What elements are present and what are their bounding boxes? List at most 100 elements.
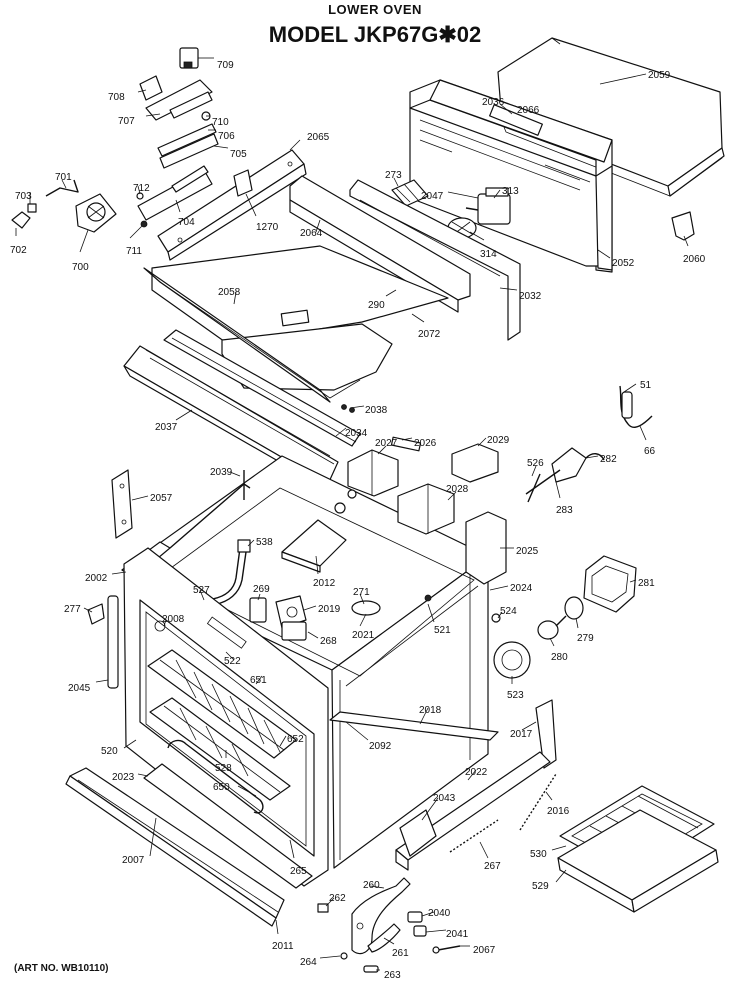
callout-282: 282 (600, 454, 617, 465)
lock-bracket-2065 (157, 149, 307, 261)
callout-2059: 2059 (648, 70, 671, 81)
callout-2072: 2072 (418, 329, 441, 340)
callout-281: 281 (638, 578, 655, 589)
callout-2057: 2057 (150, 493, 173, 504)
art-number: (ART NO. WB10110) (14, 963, 109, 974)
callout-709: 709 (217, 60, 234, 71)
callout-652: 652 (287, 734, 304, 745)
callout-51: 51 (640, 380, 652, 391)
sensor-harness-51 (619, 385, 653, 428)
hinge-plate-2043 (399, 809, 437, 857)
hinge-spring-267 (449, 819, 499, 853)
callout-2002: 2002 (85, 573, 108, 584)
callout-710: 710 (212, 117, 229, 128)
diagram-subtitle: LOWER OVEN (328, 2, 422, 17)
callout-2025: 2025 (516, 546, 539, 557)
callout-702: 702 (10, 245, 27, 256)
oven-rack-528 (147, 649, 297, 801)
bracket-2018 (329, 711, 499, 741)
callout-2040: 2040 (428, 908, 451, 919)
convection-fan-assembly (391, 179, 511, 239)
callout-2066: 2066 (517, 105, 540, 116)
callout-290: 290 (368, 300, 385, 311)
callout-2065: 2065 (307, 132, 330, 143)
rear-panel-2052 (409, 79, 613, 273)
bottom-trim-2023 (143, 763, 313, 889)
callout-262: 262 (329, 893, 346, 904)
callout-2023: 2023 (112, 772, 135, 783)
callout-2092: 2092 (369, 741, 392, 752)
callout-267: 267 (484, 861, 501, 872)
callout-263: 263 (384, 970, 401, 981)
callout-2039: 2039 (210, 467, 233, 478)
top-duct-2064 (289, 175, 521, 341)
callout-520: 520 (101, 746, 118, 757)
callout-2019: 2019 (318, 604, 341, 615)
callout-2024: 2024 (510, 583, 533, 594)
callout-2011: 2011 (272, 941, 294, 952)
callout-528: 528 (215, 763, 232, 774)
switch-702-703 (11, 203, 37, 229)
callout-280: 280 (551, 652, 568, 663)
hinge-hardware-2040 (407, 911, 461, 954)
callout-2038: 2038 (365, 405, 388, 416)
callout-538: 538 (256, 537, 273, 548)
callout-708: 708 (108, 92, 125, 103)
callout-314: 314 (480, 249, 497, 260)
door-switch-parts (249, 594, 432, 641)
kick-panel-2007 (65, 767, 285, 927)
callout-705: 705 (230, 149, 247, 160)
callout-279: 279 (577, 633, 594, 644)
callout-529: 529 (532, 881, 549, 892)
callout-703: 703 (15, 191, 32, 202)
callout-2067: 2067 (473, 945, 496, 956)
callout-264: 264 (300, 957, 317, 968)
callout-706: 706 (218, 131, 235, 142)
callout-2045: 2045 (68, 683, 91, 694)
callout-527: 527 (193, 585, 210, 596)
callout-530: 530 (530, 849, 547, 860)
callout-1270: 1270 (256, 222, 279, 233)
callout-313: 313 (502, 186, 519, 197)
callout-269: 269 (253, 584, 270, 595)
lock-arm-701 (45, 179, 79, 197)
door-gasket-2045 (87, 595, 119, 689)
callout-2026: 2026 (414, 438, 437, 449)
bracket-2060 (671, 211, 695, 241)
callout-260: 260 (363, 880, 380, 891)
oven-light-assembly (491, 555, 637, 679)
callout-2058: 2058 (218, 287, 241, 298)
callout-2017: 2017 (510, 729, 533, 740)
callout-2012: 2012 (313, 578, 336, 589)
callout-650: 650 (213, 782, 230, 793)
top-cover-2059 (497, 37, 725, 197)
terminal-block-273 (391, 179, 429, 207)
callout-2064: 2064 (300, 228, 323, 239)
leader-lines (15, 57, 689, 971)
callout-2018: 2018 (419, 705, 442, 716)
door-lock-motor-700 (75, 193, 117, 233)
callout-524: 524 (500, 606, 517, 617)
callout-66: 66 (644, 446, 656, 457)
callout-271: 271 (353, 587, 370, 598)
callout-265: 265 (290, 866, 307, 877)
model-title: MODEL JKP67G✱02 (268, 22, 482, 47)
callout-521: 521 (434, 625, 451, 636)
callout-700: 700 (72, 262, 89, 273)
callout-711: 711 (126, 246, 142, 257)
callout-707: 707 (118, 116, 135, 127)
bake-element-650 (167, 739, 264, 814)
callout-2052: 2052 (612, 258, 635, 269)
callout-2029: 2029 (487, 435, 510, 446)
callout-2036: 2036 (482, 97, 505, 108)
callout-2022: 2022 (465, 767, 488, 778)
callout-2037: 2037 (155, 422, 178, 433)
callout-2047: 2047 (421, 191, 444, 202)
callout-2032: 2032 (519, 291, 542, 302)
callout-2027: 2027 (375, 438, 398, 449)
callout-283: 283 (556, 505, 573, 516)
shield-2012 (281, 519, 347, 573)
callout-2021: 2021 (352, 630, 375, 641)
